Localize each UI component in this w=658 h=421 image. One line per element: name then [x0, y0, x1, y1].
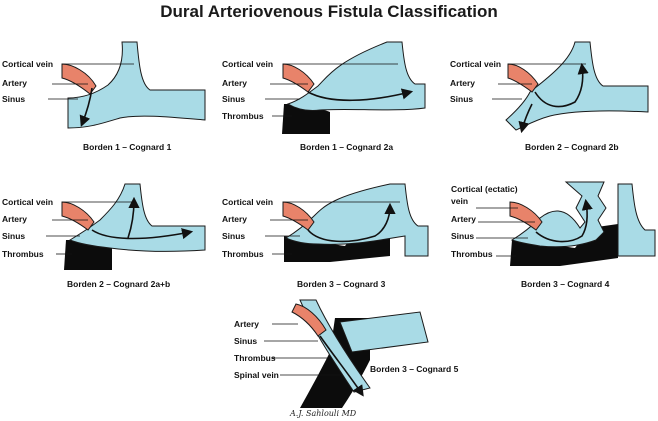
- ectatic-vein-shape: [510, 181, 607, 248]
- label-cortical-vein: Cortical vein: [450, 59, 501, 69]
- artery-shape: [282, 63, 315, 93]
- sinus-shape: [339, 311, 429, 353]
- label-sinus: Sinus: [234, 336, 257, 346]
- artery-shape: [61, 201, 95, 231]
- label-cortical-ectatic: Cortical (ectatic): [451, 184, 518, 194]
- label-thrombus: Thrombus: [2, 249, 44, 259]
- label-artery: Artery: [222, 214, 247, 224]
- cortical-vein-shape: [286, 41, 426, 111]
- sinus-shape: [617, 183, 656, 257]
- artery-shape: [61, 63, 97, 95]
- label-thrombus: Thrombus: [222, 249, 264, 259]
- label-thrombus: Thrombus: [222, 111, 264, 121]
- label-artery: Artery: [2, 214, 27, 224]
- cortical-vein-shape: [67, 41, 206, 129]
- panel-borden2-cognard2a-b: Cortical vein Artery Sinus Thrombus Bord…: [2, 183, 206, 289]
- author-signature: A.J. Sahlouli MD: [289, 409, 357, 418]
- panel-borden1-cognard1: Cortical vein Artery Sinus Borden 1 – Co…: [2, 41, 206, 152]
- flow-arrow: [91, 228, 194, 240]
- diagram-title: Dural Arteriovenous Fistula Classificati…: [160, 2, 498, 21]
- panel-caption: Borden 2 – Cognard 2b: [525, 142, 619, 152]
- artery-shape: [291, 303, 327, 337]
- panel-borden2-cognard2b: Cortical vein Artery Sinus Borden 2 – Co…: [450, 41, 649, 152]
- flow-arrow: [535, 198, 593, 243]
- label-artery: Artery: [450, 78, 475, 88]
- flow-arrow: [127, 196, 140, 239]
- label-sinus: Sinus: [450, 94, 473, 104]
- thrombus-shape: [282, 104, 330, 134]
- label-sinus: Sinus: [222, 231, 245, 241]
- panel-borden3-cognard4: Cortical (ectatic) vein Artery Sinus Thr…: [451, 181, 656, 289]
- flow-arrow: [79, 87, 93, 127]
- flow-arrow: [307, 202, 396, 243]
- label-sinus: Sinus: [451, 231, 474, 241]
- label-thrombus: Thrombus: [451, 249, 493, 259]
- flow-arrow: [307, 88, 414, 102]
- label-sinus: Sinus: [2, 231, 25, 241]
- label-cortical-vein: Cortical vein: [222, 197, 273, 207]
- panel-caption: Borden 1 – Cognard 2a: [300, 142, 393, 152]
- label-artery: Artery: [451, 214, 476, 224]
- panel-borden3-cognard3: Cortical vein Artery Sinus Thrombus Bord…: [222, 183, 429, 289]
- label-cortical-vein: Cortical vein: [2, 197, 53, 207]
- flow-arrow: [319, 335, 364, 397]
- label-vein: vein: [451, 196, 468, 206]
- panel-borden1-cognard2a: Cortical vein Artery Sinus Thrombus Bord…: [222, 41, 426, 152]
- artery-shape: [507, 63, 539, 93]
- label-artery: Artery: [222, 78, 247, 88]
- panel-caption: Borden 1 – Cognard 1: [83, 142, 172, 152]
- label-spinal-vein: Spinal vein: [234, 370, 279, 380]
- artery-shape: [282, 201, 315, 231]
- label-artery: Artery: [2, 78, 27, 88]
- panel-borden3-cognard5: Artery Sinus Thrombus Spinal vein Borden…: [234, 299, 459, 418]
- flow-arrow: [518, 103, 533, 134]
- panel-caption: Borden 2 – Cognard 2a+b: [67, 279, 170, 289]
- flow-arrow: [534, 62, 589, 108]
- thrombus-shape: [64, 240, 112, 270]
- label-artery: Artery: [234, 319, 259, 329]
- label-sinus: Sinus: [2, 94, 25, 104]
- label-sinus: Sinus: [222, 94, 245, 104]
- label-thrombus: Thrombus: [234, 353, 276, 363]
- label-cortical-vein: Cortical vein: [222, 59, 273, 69]
- artery-shape: [509, 201, 543, 231]
- panel-caption: Borden 3 – Cognard 5: [370, 364, 459, 374]
- panel-caption: Borden 3 – Cognard 4: [521, 279, 610, 289]
- label-cortical-vein: Cortical vein: [2, 59, 53, 69]
- panel-caption: Borden 3 – Cognard 3: [297, 279, 386, 289]
